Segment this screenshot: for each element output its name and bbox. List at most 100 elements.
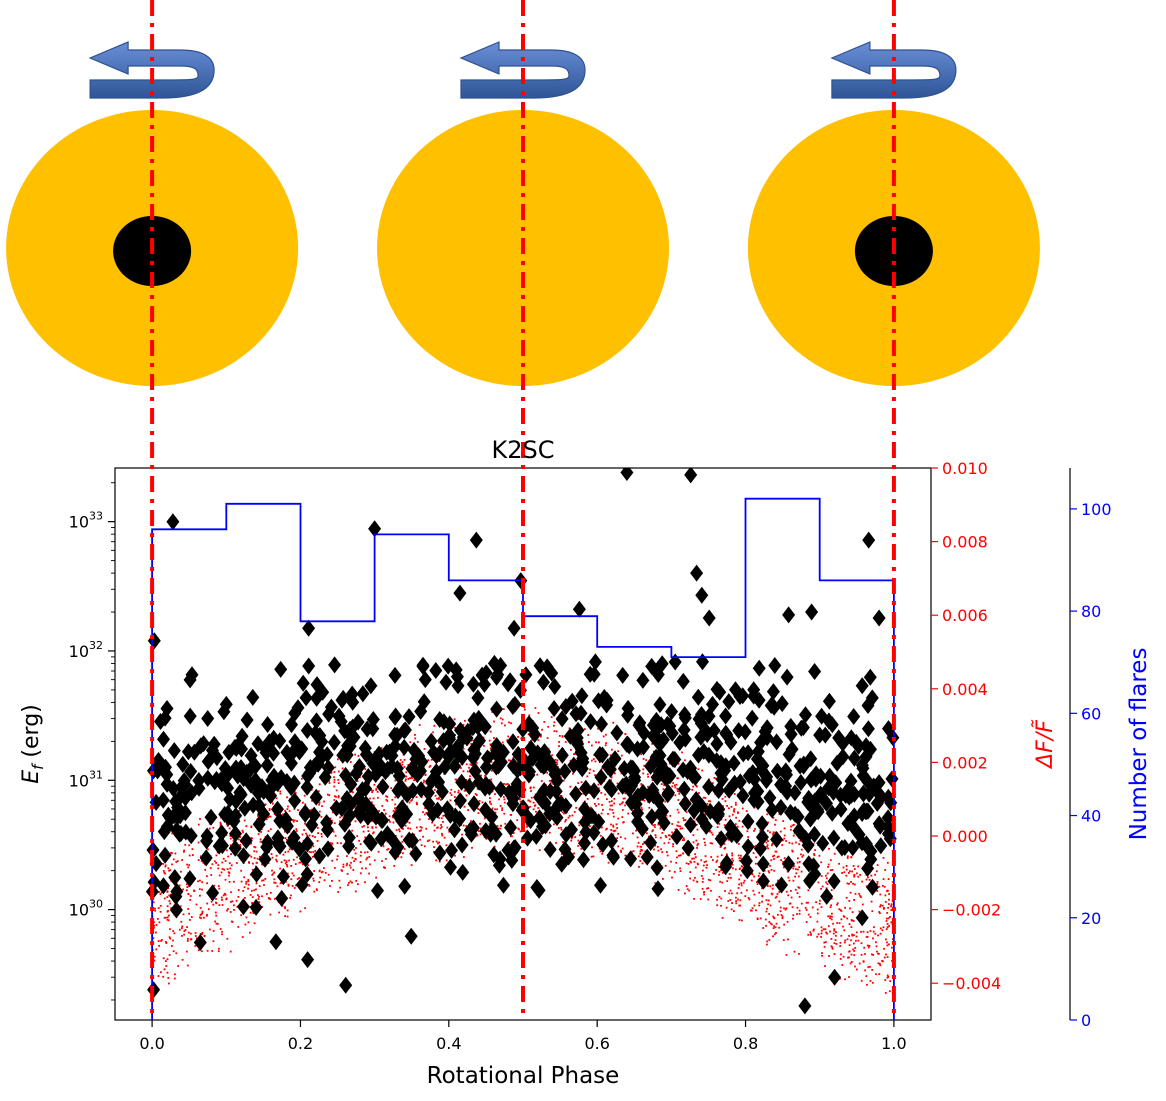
flux-point (758, 902, 761, 904)
flare-energy-point (642, 786, 656, 804)
flux-point (535, 810, 537, 813)
flux-point (772, 833, 774, 836)
flux-point (672, 782, 674, 784)
count-tick-label: 0 (1081, 1011, 1091, 1030)
flux-point (432, 731, 434, 734)
flux-point (662, 878, 664, 880)
flux-point (766, 844, 769, 847)
flux-point (181, 927, 183, 929)
flux-point (833, 953, 836, 955)
flux-point (373, 859, 376, 862)
flux-point (243, 819, 246, 822)
flux-point (349, 761, 352, 763)
left-tick-exponent: 32 (89, 639, 103, 652)
flux-point (798, 912, 801, 915)
flux-point (751, 907, 754, 910)
flare-energy-point (260, 756, 274, 774)
flux-point (569, 785, 572, 788)
flux-point (716, 898, 718, 901)
flux-point (612, 829, 615, 832)
flux-point (334, 795, 336, 798)
flare-energy-point (724, 733, 738, 751)
flare-energy-point (321, 840, 335, 858)
flux-point (888, 925, 890, 927)
flux-point (589, 768, 591, 771)
flux-point (419, 838, 421, 841)
flux-point (871, 910, 874, 913)
flux-point (331, 811, 334, 814)
flux-point (301, 777, 303, 780)
flux-point (851, 911, 854, 913)
flux-point (704, 797, 707, 799)
flux-point (264, 803, 267, 806)
flare-energy-point (249, 771, 262, 789)
flux-point (807, 889, 810, 892)
flux-point (243, 886, 246, 889)
flare-energy-point (691, 688, 705, 706)
flare-energy-point (215, 824, 229, 842)
flux-point (723, 843, 726, 845)
count-tick-label: 80 (1081, 602, 1101, 621)
flare-energy-point (158, 709, 172, 727)
flux-point (306, 834, 309, 837)
flux-point (707, 898, 710, 901)
flux-point (839, 945, 842, 947)
flux-point (639, 860, 642, 862)
flux-point (392, 816, 394, 819)
flux-point (284, 906, 286, 908)
flux-point (774, 850, 777, 853)
flux-point (166, 910, 169, 913)
flux-point (294, 863, 297, 865)
flux-point (711, 782, 714, 784)
flux-point (792, 917, 794, 920)
flux-point (761, 895, 764, 898)
flux-point (640, 846, 643, 848)
flux-point (405, 771, 408, 774)
flare-energy-point (547, 761, 561, 779)
flux-point (852, 865, 855, 867)
flux-point (885, 917, 888, 920)
flux-point (872, 937, 874, 940)
flux-point (290, 894, 292, 897)
flux-point (741, 825, 744, 828)
flux-point (359, 861, 362, 863)
flux-point (769, 904, 772, 907)
flux-point (730, 806, 733, 808)
flux-point (314, 836, 316, 838)
flux-point (872, 954, 874, 956)
flux-point (850, 856, 853, 858)
flux-point (862, 930, 865, 933)
flux-point (431, 821, 433, 824)
flux-point (855, 939, 857, 942)
flux-point (371, 820, 374, 823)
flux-point (859, 894, 861, 897)
flux-point (821, 885, 824, 888)
flux-point (313, 870, 315, 872)
flare-energy-point (815, 707, 829, 725)
flux-point (821, 952, 823, 954)
flux-point (632, 850, 635, 852)
flux-tick-label: −0.002 (942, 901, 1001, 920)
flux-point (177, 965, 179, 967)
flare-energy-point (722, 781, 736, 799)
flux-point (654, 844, 657, 847)
flux-point (152, 901, 155, 904)
flux-point (564, 741, 567, 743)
flare-energy-point (770, 831, 784, 848)
flux-point (257, 898, 260, 900)
flux-point (489, 730, 492, 733)
flux-point (739, 874, 742, 877)
flux-point (802, 854, 805, 857)
flux-point (199, 907, 202, 909)
flux-point (349, 866, 352, 869)
flux-point (342, 816, 345, 818)
flare-energy-point (616, 666, 630, 684)
flux-point (795, 841, 797, 844)
flare-energy-point (215, 775, 229, 793)
flux-point (821, 954, 823, 957)
flux-point (402, 799, 405, 802)
flux-point (705, 866, 708, 869)
flux-point (800, 848, 803, 851)
flux-point (250, 837, 253, 839)
flux-point (404, 778, 407, 781)
